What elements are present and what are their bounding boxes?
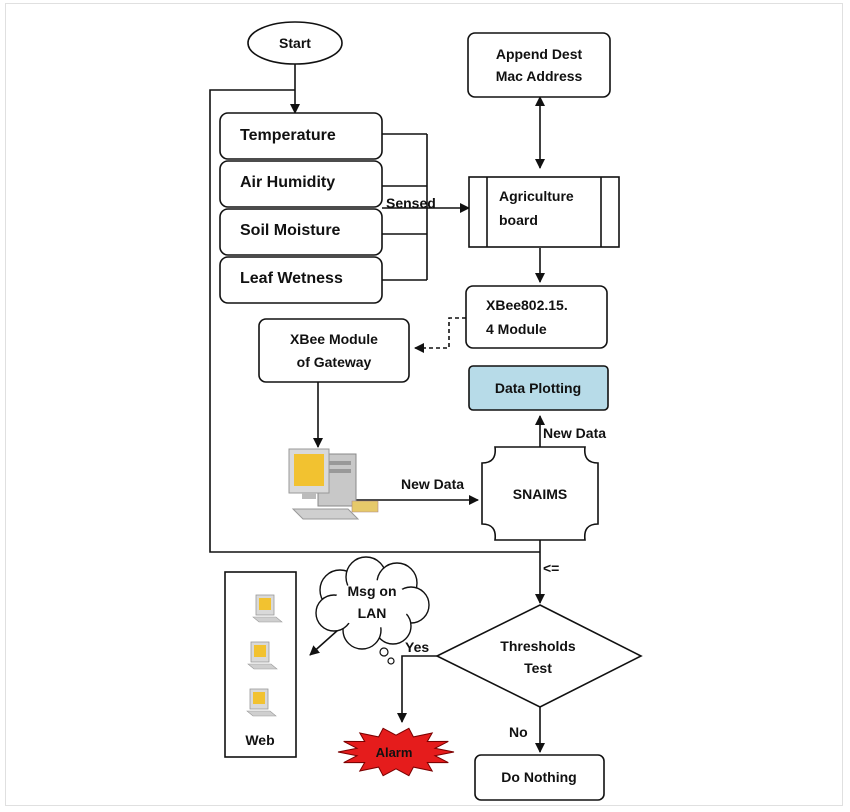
edge-loop-back (209, 89, 540, 553)
temperature-label: Temperature (240, 127, 336, 144)
web-clients-node: Web (224, 571, 297, 758)
do-nothing-label: Do Nothing (501, 769, 576, 785)
le-edge-label: <= (543, 560, 559, 576)
agriculture-label-1: Agriculture (499, 188, 574, 204)
append-label-2: Mac Address (496, 68, 583, 84)
alarm-node: Alarm (337, 727, 455, 777)
soil-moisture-node: Soil Moisture (219, 208, 383, 256)
agriculture-label-2: board (499, 212, 538, 228)
alarm-starburst (337, 727, 455, 777)
msg-label-1: Msg on (348, 583, 397, 599)
edge-xbee-to-gateway (414, 317, 466, 353)
data-plotting-node: Data Plotting (468, 365, 609, 411)
new-data-pc-label: New Data (401, 476, 464, 492)
msg-on-lan-cloud: Msg on LAN (315, 556, 430, 665)
temperature-node: Temperature (219, 112, 383, 160)
xbee-label-1: XBee802.15. (486, 297, 568, 313)
new-data-plot-label: New Data (543, 425, 606, 441)
thresholds-label-2: Test (524, 660, 552, 676)
web-computer-icon (247, 641, 278, 670)
web-label: Web (245, 732, 274, 748)
web-computer-icon (252, 594, 283, 623)
xbee-label-2: 4 Module (486, 321, 547, 337)
snaims-label: SNAIMS (513, 486, 567, 502)
start-label: Start (279, 35, 311, 51)
leaf-wetness-label: Leaf Wetness (240, 270, 343, 287)
do-nothing-node: Do Nothing (474, 754, 605, 801)
agriculture-board-node: Agriculture board (468, 176, 620, 248)
alarm-label: Alarm (376, 745, 413, 760)
start-node: Start (247, 21, 343, 65)
desktop-computer-icon (288, 448, 379, 520)
thresholds-test-node: Thresholds Test (435, 604, 643, 708)
gateway-node: XBee Module of Gateway (258, 318, 410, 383)
air-humidity-label: Air Humidity (240, 174, 335, 191)
append-label-1: Append Dest (496, 46, 583, 62)
msg-label-2: LAN (358, 605, 387, 621)
no-edge-label: No (509, 724, 528, 740)
snaims-node: SNAIMS (481, 446, 599, 541)
thresholds-label-1: Thresholds (500, 638, 576, 654)
data-plotting-label: Data Plotting (495, 380, 581, 396)
gateway-label-2: of Gateway (297, 354, 372, 370)
yes-edge-label: Yes (405, 639, 429, 655)
sensed-edge-label: Sensed (386, 195, 436, 211)
edge-yes-to-alarm (397, 655, 437, 723)
edge-msg-to-web (309, 629, 339, 656)
connectors (209, 64, 545, 753)
leaf-wetness-node: Leaf Wetness (219, 256, 383, 304)
gateway-label-1: XBee Module (290, 331, 378, 347)
soil-moisture-label: Soil Moisture (240, 222, 341, 239)
data-plotting-box (468, 365, 609, 411)
web-computer-icon (246, 688, 277, 717)
figure-frame (5, 3, 843, 806)
xbee-module-node: XBee802.15. 4 Module (465, 285, 608, 349)
append-mac-node: Append Dest Mac Address (467, 32, 611, 98)
air-humidity-node: Air Humidity (219, 160, 383, 208)
